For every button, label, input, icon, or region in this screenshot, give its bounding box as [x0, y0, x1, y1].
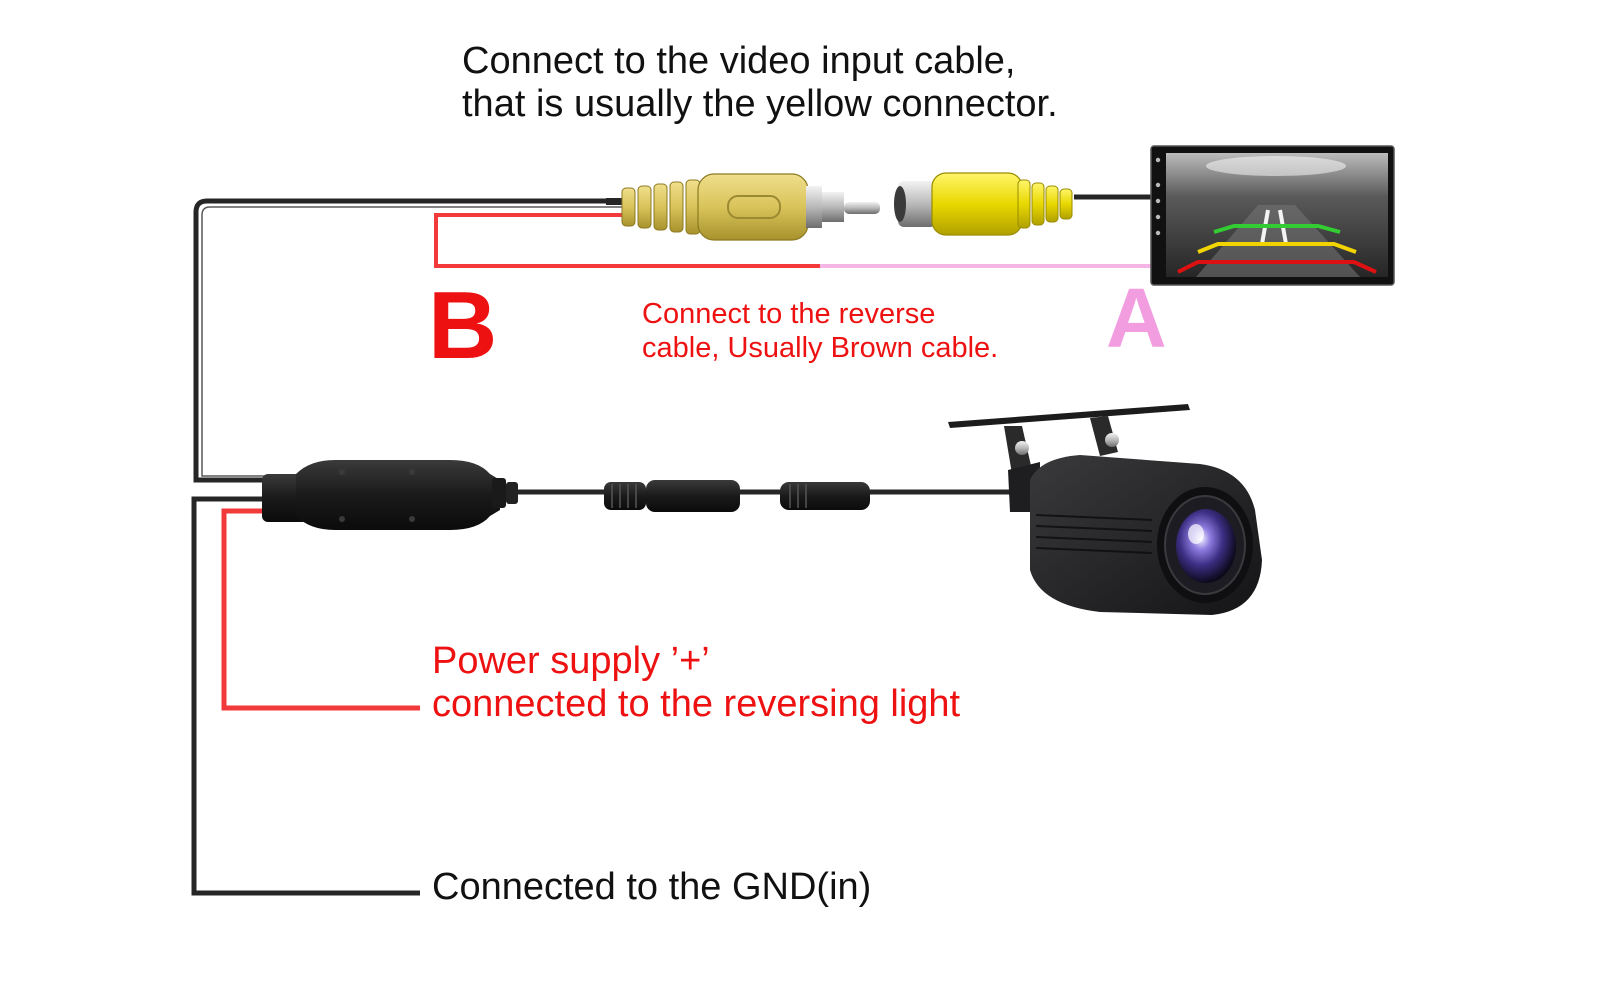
- reverse-cable-label-line1: Connect to the reverse: [642, 298, 936, 330]
- parking-guide-lines: [1177, 224, 1377, 274]
- video-cable-wire: [193, 198, 622, 483]
- power-supply-label: Power supply ’+’ connected to the revers…: [432, 640, 960, 726]
- inline-cable-connector: [604, 480, 870, 512]
- video-input-label: Connect to the video input cable, that i…: [462, 40, 1058, 126]
- video-input-label-line2: that is usually the yellow connector.: [462, 83, 1058, 125]
- ground-label-line1: Connected to the GND(in): [432, 866, 872, 908]
- backup-camera: [948, 404, 1262, 615]
- rca-male-strain-relief: [621, 179, 701, 235]
- rca-female-socket: [894, 172, 1073, 236]
- video-input-label-line1: Connect to the video input cable,: [462, 40, 1016, 82]
- rca-female-strain-relief: [1017, 179, 1073, 229]
- rca-female-body: [931, 172, 1023, 236]
- camera-mount-plate: [948, 404, 1190, 428]
- power-supply-label-line1: Power supply ’+’: [432, 640, 710, 682]
- wire-harness: [262, 460, 518, 530]
- ground-label: Connected to the GND(in): [432, 866, 871, 909]
- camera-lens: [1176, 509, 1236, 583]
- harness-body: [296, 460, 500, 530]
- monitor-side-buttons: [1155, 157, 1161, 236]
- rca-male-body: [697, 173, 809, 241]
- power-supply-label-line2: connected to the reversing light: [432, 683, 961, 725]
- car-monitor: [1150, 145, 1395, 286]
- power-wire-red: [221, 508, 420, 711]
- letter-b-marker: B: [428, 272, 498, 379]
- rca-male-plug: [606, 173, 880, 241]
- reverse-cable-label: Connect to the reverse cable, Usually Br…: [642, 297, 998, 365]
- letter-a-marker: A: [1106, 271, 1167, 365]
- reverse-wire-red: [434, 213, 820, 268]
- reverse-cable-label-line2: cable, Usually Brown cable.: [642, 332, 999, 364]
- video-cable-inner-stroke: [201, 206, 622, 477]
- ground-wire-black: [191, 496, 420, 896]
